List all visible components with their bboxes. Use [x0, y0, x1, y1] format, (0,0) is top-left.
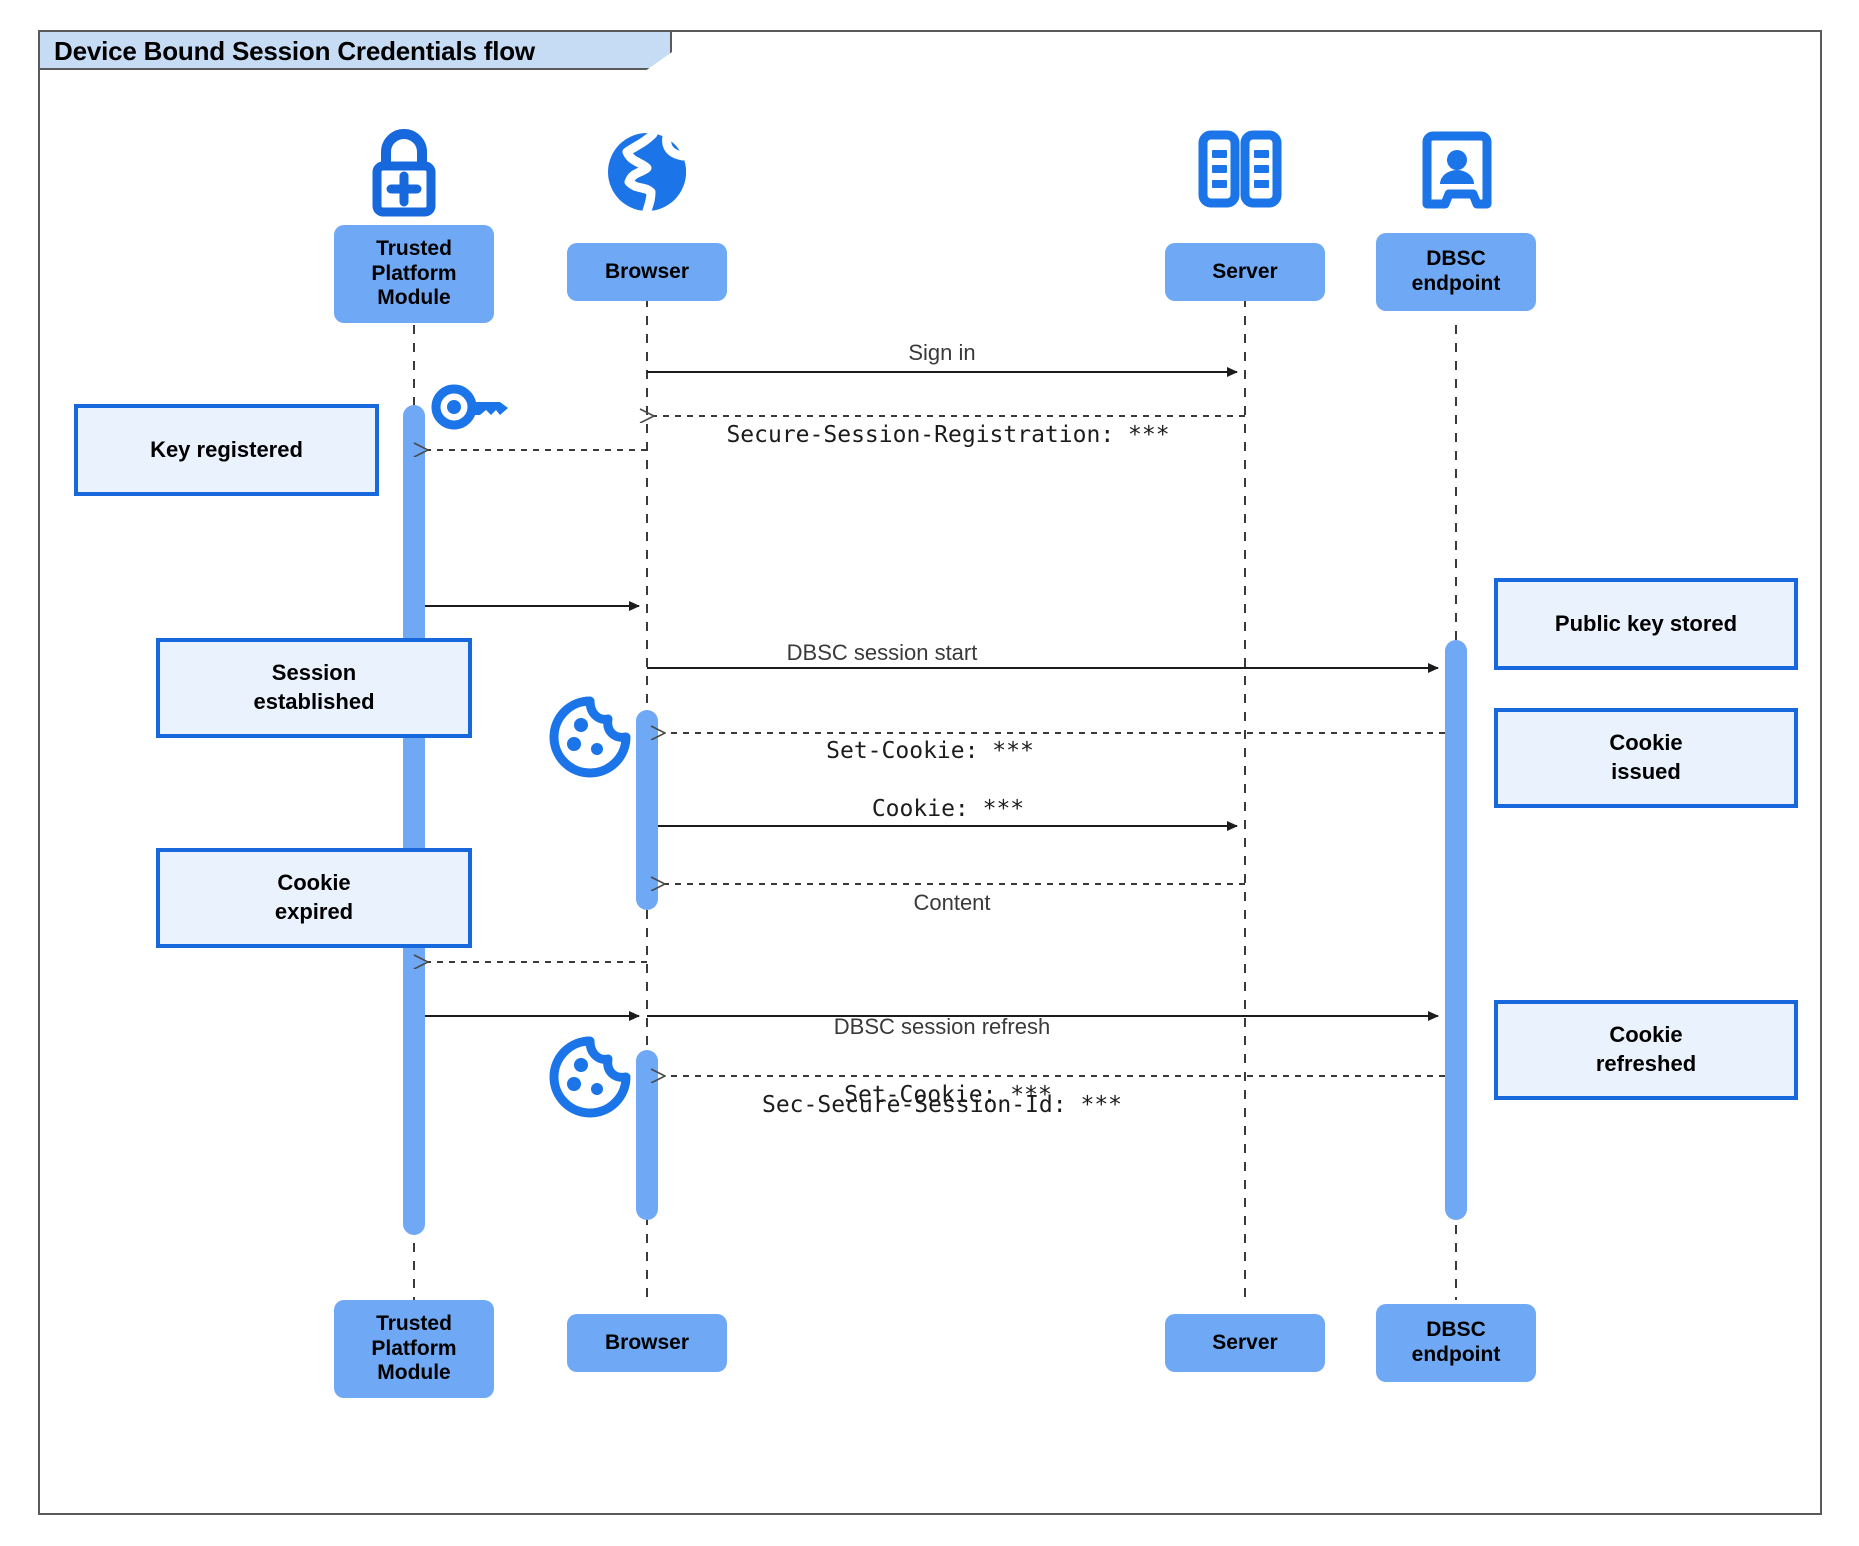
participant-tpm-top[interactable]: Trusted Platform Module: [334, 225, 494, 323]
message-label-set-cookie-1: Set-Cookie: ***: [826, 738, 1034, 764]
participant-browser-bottom[interactable]: Browser: [567, 1314, 727, 1372]
note-cookie-issued: Cookie issued: [1494, 708, 1798, 808]
note-session-established: Session established: [156, 638, 472, 738]
note-public-key-stored: Public key stored: [1494, 578, 1798, 670]
message-label-cookie: Cookie: ***: [871, 796, 1025, 822]
message-label-dbsc-session-start: DBSC session start: [786, 640, 978, 665]
message-label-content: Content: [913, 890, 991, 915]
participant-browser-top[interactable]: Browser: [567, 243, 727, 301]
participant-tpm-bottom[interactable]: Trusted Platform Module: [334, 1300, 494, 1398]
message-label-dbsc-session-refresh: DBSC session refresh Sec-Secure-Session-…: [762, 962, 1122, 1170]
note-cookie-expired: Cookie expired: [156, 848, 472, 948]
note-cookie-refreshed: Cookie refreshed: [1494, 1000, 1798, 1100]
participant-server-top[interactable]: Server: [1165, 243, 1325, 301]
message-label-refresh-line1: DBSC session refresh: [833, 1014, 1051, 1039]
message-label-set-cookie-2: Set-Cookie: ***: [844, 1082, 1052, 1108]
note-key-registered: Key registered: [74, 404, 379, 496]
message-label-secure-session-registration: Secure-Session-Registration: ***: [726, 422, 1170, 448]
diagram-title-tab: [38, 30, 672, 70]
message-label-sign-in: Sign in: [908, 340, 976, 365]
message-label-refresh-line2: Sec-Secure-Session-Id: ***: [761, 1092, 1123, 1118]
participant-server-bottom[interactable]: Server: [1165, 1314, 1325, 1372]
participant-dbsc-top[interactable]: DBSC endpoint: [1376, 233, 1536, 311]
participant-dbsc-bottom[interactable]: DBSC endpoint: [1376, 1304, 1536, 1382]
page-title: Device Bound Session Credentials flow: [54, 36, 535, 66]
